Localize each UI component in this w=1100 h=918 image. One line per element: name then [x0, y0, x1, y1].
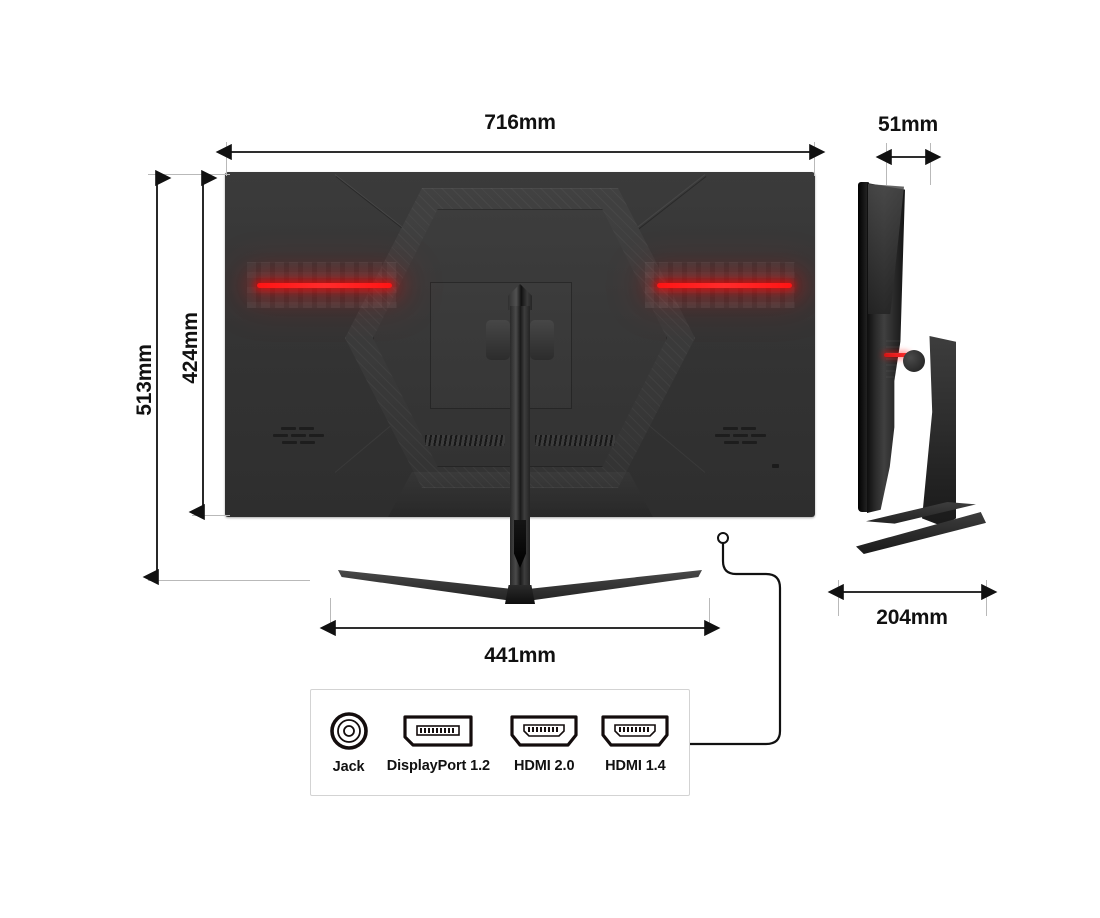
side-etch-texture	[886, 338, 904, 378]
port-leader-line	[686, 532, 782, 746]
dim-arrow-panel-depth	[875, 148, 942, 166]
dim-arrow-height-panel	[188, 169, 218, 521]
port-label-hdmi-20: HDMI 2.0	[513, 758, 575, 774]
side-screen-front-edge	[858, 182, 869, 512]
rgb-light-bar-left	[257, 283, 392, 288]
port-label-jack: Jack	[332, 759, 365, 775]
power-led-indicator	[772, 464, 779, 468]
dim-label-base-width: 441mm	[484, 644, 556, 667]
port-panel: Jack DisplayPort 1.2	[310, 689, 690, 796]
vent-strip-right	[535, 435, 615, 446]
vent-strip-left	[425, 435, 505, 446]
dim-arrow-height-overall	[142, 169, 172, 586]
port-item-hdmi-20[interactable]: HDMI 2.0	[507, 711, 581, 774]
port-label-hdmi-14: HDMI 1.4	[605, 758, 666, 774]
hdmi-icon	[601, 715, 669, 747]
dim-label-height-panel: 424mm	[179, 312, 202, 384]
ext-line-basewidth-right	[709, 598, 710, 632]
side-stand-arm	[922, 336, 956, 526]
stand-base-hub	[505, 585, 535, 604]
dash-vent-right	[715, 427, 769, 453]
port-label-displayport: DisplayPort 1.2	[386, 758, 491, 774]
dim-label-height-overall: 513mm	[133, 344, 156, 416]
dim-label-panel-depth: 51mm	[878, 113, 938, 136]
displayport-icon	[403, 715, 473, 747]
stand-neck-inner-groove	[514, 520, 526, 568]
hdmi-icon	[510, 715, 578, 747]
rgb-light-bar-right	[657, 283, 792, 288]
vesa-mount-area	[430, 282, 572, 409]
stand-base-wing-left	[338, 570, 520, 602]
ext-line-basewidth-left	[330, 598, 331, 632]
stand-pivot-right	[530, 320, 554, 360]
stand-base-wing-right	[520, 570, 702, 602]
port-item-displayport[interactable]: DisplayPort 1.2	[387, 711, 490, 774]
dim-arrow-width	[215, 143, 826, 161]
audio-jack-icon	[329, 712, 368, 750]
dim-label-base-depth: 204mm	[876, 606, 948, 629]
dim-label-width-overall: 716mm	[484, 111, 556, 134]
dash-vent-left	[273, 427, 327, 453]
dim-arrow-base-width	[319, 619, 721, 637]
port-item-hdmi-14[interactable]: HDMI 1.4	[598, 711, 672, 774]
stand-neck-upper	[510, 306, 530, 517]
port-item-jack[interactable]: Jack	[328, 710, 370, 775]
stand-pivot-left	[486, 320, 510, 360]
side-base-foot-front	[856, 512, 986, 554]
monitor-back-view	[225, 172, 815, 517]
side-rgb-strip	[884, 353, 908, 357]
side-pivot-hub	[903, 350, 925, 372]
dim-arrow-base-depth	[827, 583, 998, 601]
monitor-side-view	[846, 172, 1021, 592]
ext-line-height-bottom	[148, 580, 310, 581]
